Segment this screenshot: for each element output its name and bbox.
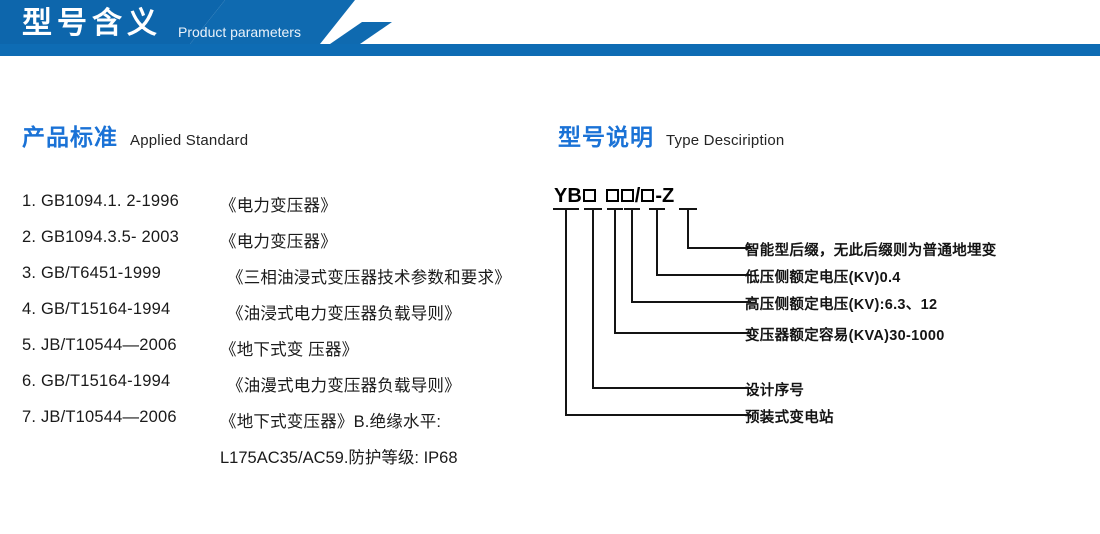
- type-label-low-voltage: 低压侧额定电压(KV)0.4: [745, 270, 901, 286]
- banner-background-shape: [0, 0, 1100, 56]
- banner-title-cn: 型号含义: [22, 7, 162, 40]
- standard-continuation-line: L175AC35/AC59.防护等级: IP68: [22, 444, 552, 480]
- type-code-box-4: [641, 188, 655, 202]
- standard-name: 《电力变压器》: [220, 197, 337, 215]
- section-heading-applied-standard: 产品标准 Applied Standard: [22, 118, 248, 152]
- standard-code: 1. GB1094.1. 2-1996: [22, 192, 179, 210]
- type-label-intelligent-suffix: 智能型后缀，无此后缀则为普通地埋变: [745, 243, 997, 259]
- standard-code: 4. GB/T15164-1994: [22, 300, 171, 318]
- type-label-rated-capacity: 变压器额定容易(KVA)30-1000: [745, 328, 945, 344]
- type-code-slash: /: [634, 185, 641, 207]
- type-code-box-3: [620, 188, 634, 202]
- standard-code: 6. GB/T15164-1994: [22, 372, 171, 390]
- standard-code: 3. GB/T6451-1999: [22, 264, 161, 282]
- standard-list-item: 6. GB/T15164-1994 《油漫式电力变压器负载导则》: [22, 372, 552, 408]
- standard-list-item: 5. JB/T10544—2006 《地下式变 压器》: [22, 336, 552, 372]
- type-code-diagram: YB /-Z: [540, 185, 1085, 435]
- standard-name: 《油漫式电力变压器负载导则》: [227, 377, 461, 395]
- banner-title-en: Product parameters: [178, 24, 301, 40]
- type-label-prefabricated-substation: 预装式变电站: [745, 410, 834, 426]
- leader-lines: [553, 208, 746, 416]
- type-label-high-voltage: 高压侧额定电压(KV):6.3、12: [745, 297, 938, 313]
- standard-name: 《油浸式电力变压器负载导则》: [227, 305, 461, 323]
- standard-continuation-text: L175AC35/AC59.防护等级: IP68: [220, 449, 458, 467]
- section-heading-standard-cn: 产品标准: [22, 124, 118, 150]
- standard-list-item: 7. JB/T10544—2006 《地下式变压器》B.绝缘水平:: [22, 408, 552, 444]
- section-heading-type-en: Type Desciription: [666, 132, 785, 149]
- section-heading-standard-en: Applied Standard: [130, 132, 249, 149]
- type-code-box-2: [605, 188, 619, 202]
- type-code-suffix: Z: [662, 185, 675, 207]
- standard-name: 《三相油浸式变压器技术参数和要求》: [227, 269, 511, 287]
- standard-list-item: 4. GB/T15164-1994 《油浸式电力变压器负载导则》: [22, 300, 552, 336]
- applied-standards-list: 1. GB1094.1. 2-1996 《电力变压器》 2. GB1094.3.…: [22, 192, 552, 480]
- standard-name: 《地下式变 压器》: [220, 341, 359, 359]
- type-code-string: YB /-Z: [554, 185, 674, 211]
- standard-name: 《地下式变压器》B.绝缘水平:: [220, 413, 442, 431]
- standard-list-item: 1. GB1094.1. 2-1996 《电力变压器》: [22, 192, 552, 228]
- page-header-banner: 型号含义 Product parameters: [0, 0, 1100, 56]
- standard-name: 《电力变压器》: [220, 233, 337, 251]
- label-connector-dashes: [731, 247, 751, 416]
- type-code-dash: -: [655, 185, 663, 207]
- type-code-box-1: [582, 188, 596, 202]
- standard-code: 7. JB/T10544—2006: [22, 408, 177, 426]
- section-heading-type-description: 型号说明 Type Desciription: [558, 118, 784, 152]
- standard-list-item: 3. GB/T6451-1999 《三相油浸式变压器技术参数和要求》: [22, 264, 552, 300]
- standard-code: 5. JB/T10544—2006: [22, 336, 177, 354]
- standard-code: 2. GB1094.3.5- 2003: [22, 228, 179, 246]
- section-heading-type-cn: 型号说明: [558, 124, 654, 150]
- standard-list-item: 2. GB1094.3.5- 2003 《电力变压器》: [22, 228, 552, 264]
- type-code-prefix: YB: [554, 185, 582, 207]
- type-label-design-sequence: 设计序号: [745, 383, 805, 399]
